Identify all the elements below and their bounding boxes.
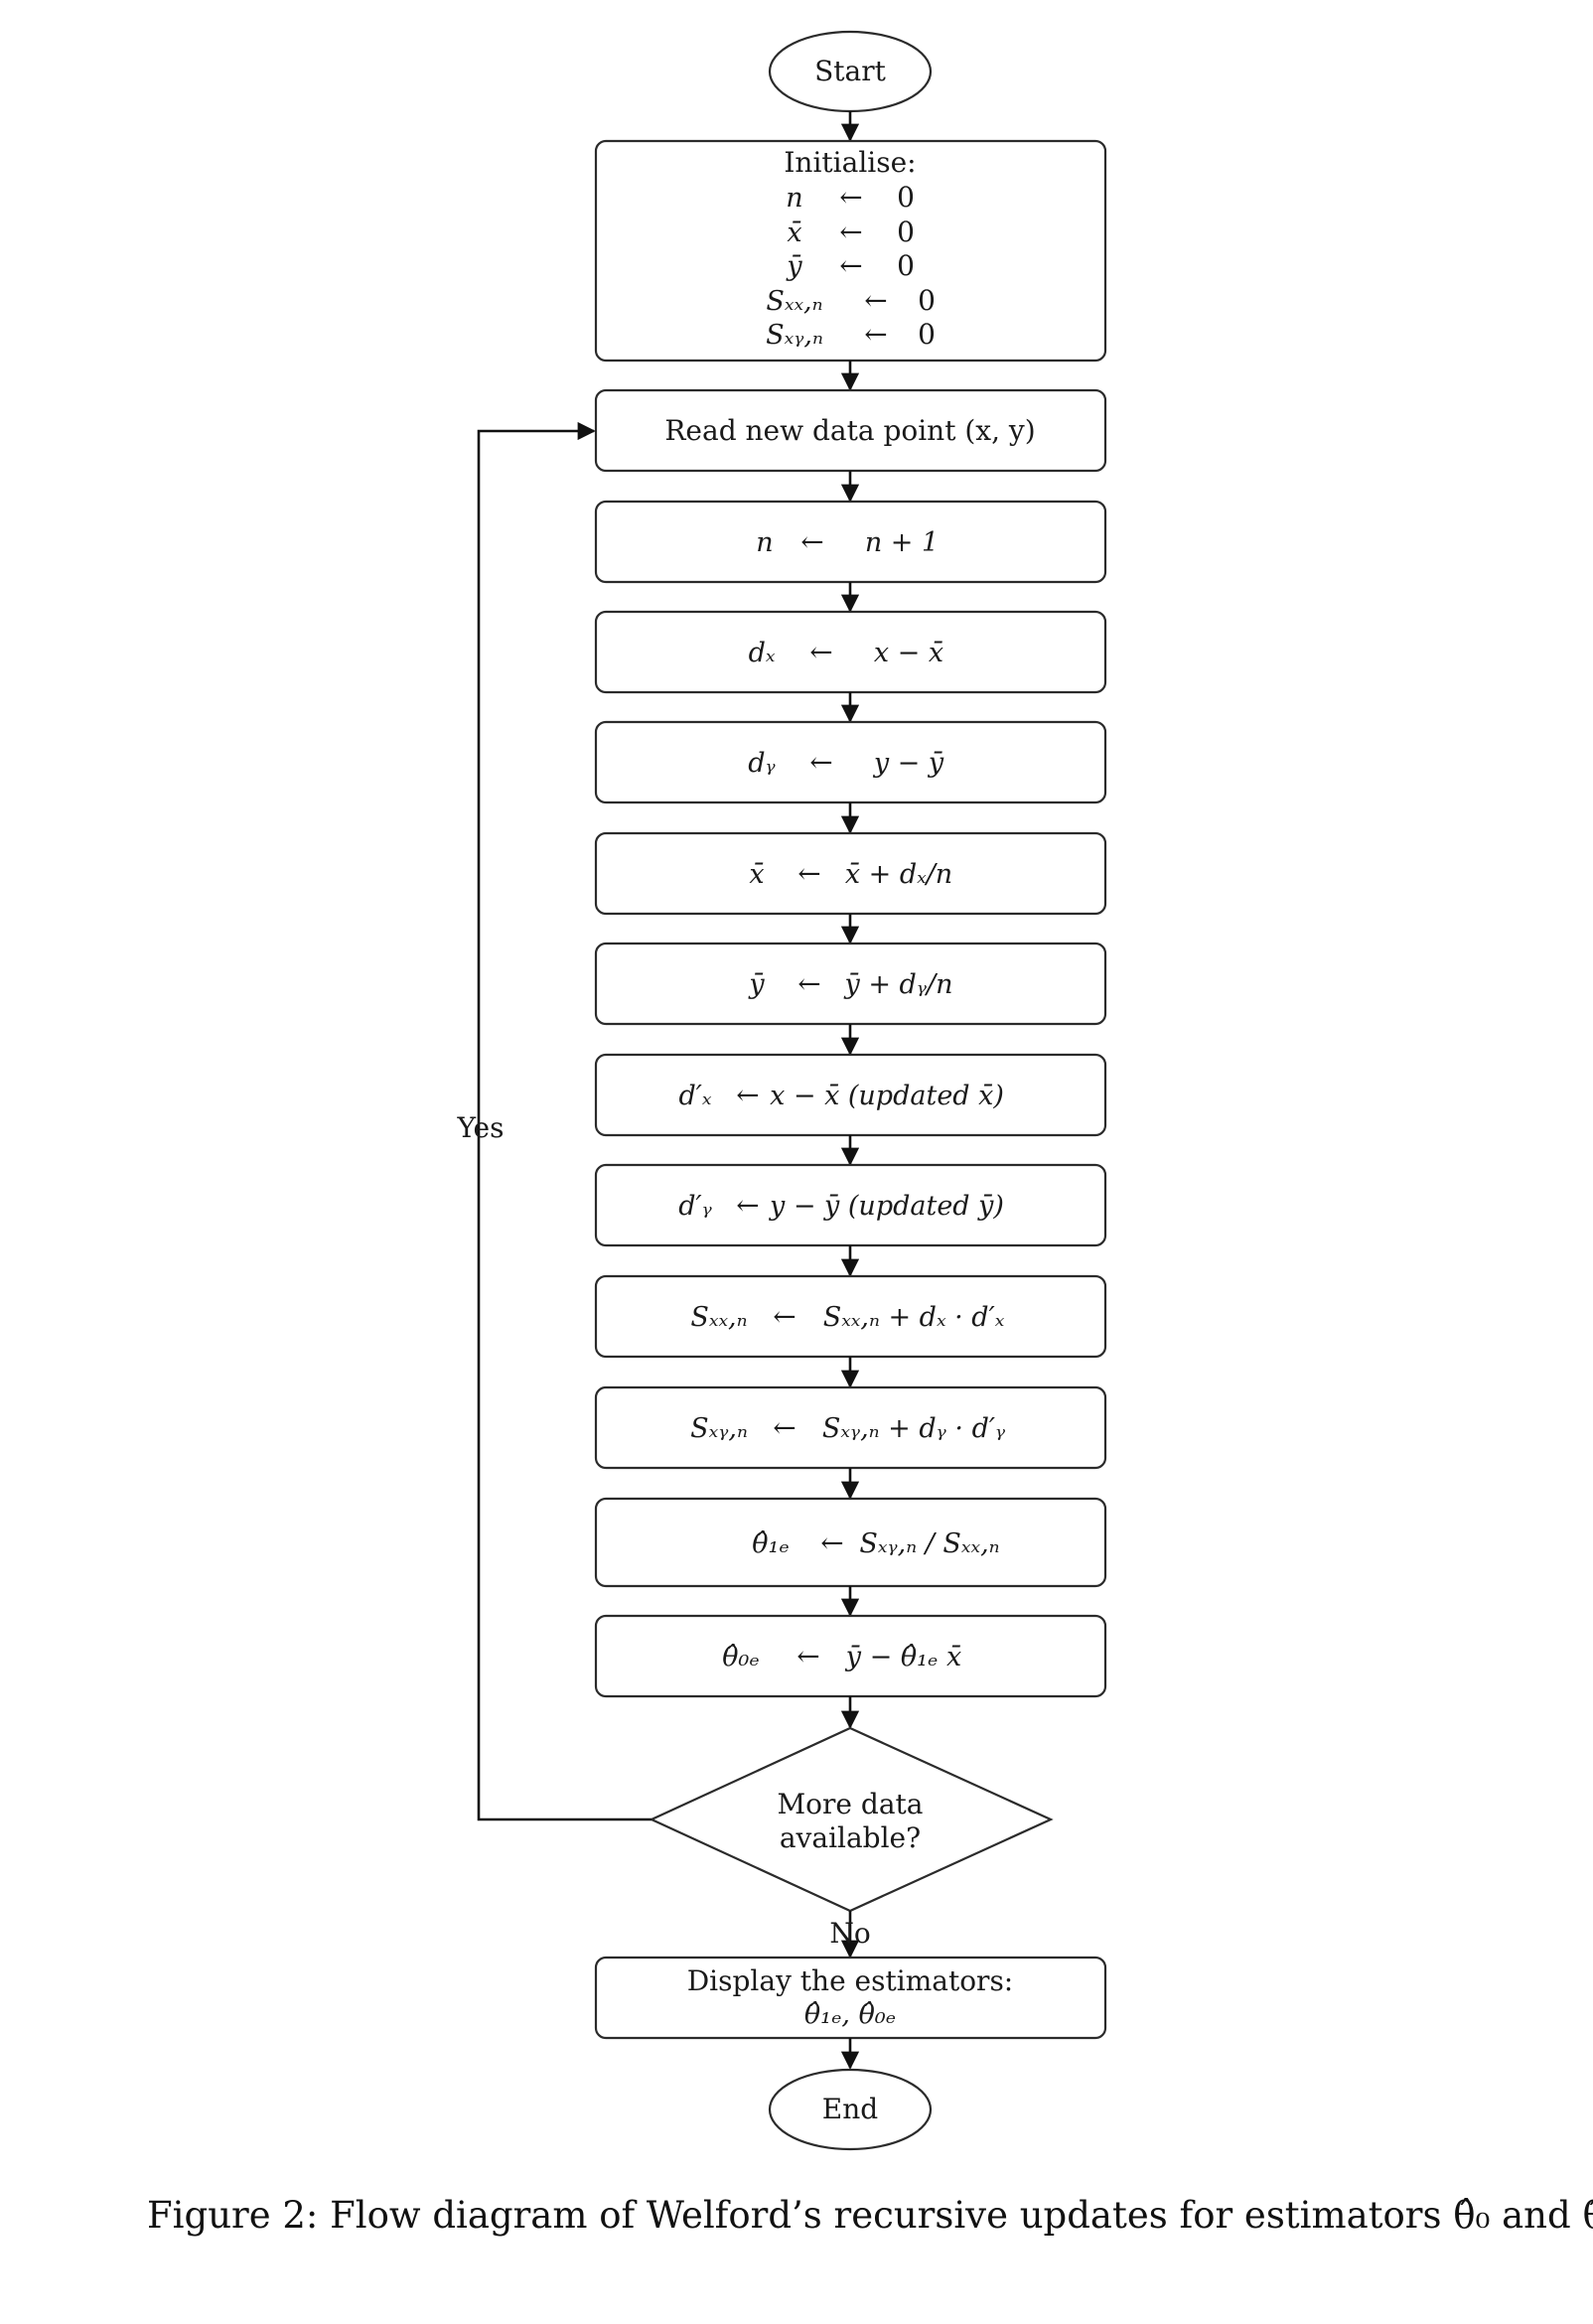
init-row-3-rhs: 0 — [897, 249, 915, 282]
step-box-update-ybar: ȳ ← ȳ + dᵧ/n — [594, 942, 1107, 1026]
decision-diamond: More data available? — [649, 1726, 1054, 1913]
no-label: No — [829, 1917, 870, 1950]
step-box-dx: dₓ ← x − x̄ — [594, 610, 1107, 694]
step-1-arrow: ← — [800, 525, 823, 558]
step-9-lhs: Sₓᵧ,ₙ — [690, 1413, 748, 1444]
display-line-1: Display the estimators: — [687, 1964, 1014, 1997]
step-box-theta1: θ̂₁ₑ ← Sₓᵧ,ₙ / Sₓₓ,ₙ — [594, 1497, 1107, 1588]
step-7-lhs: d′ᵧ — [678, 1191, 712, 1222]
step-3-arrow: ← — [809, 746, 832, 779]
step-2-lhs: dₓ — [749, 638, 776, 668]
step-1-lhs: n — [756, 527, 773, 558]
step-8-rhs: Sₓₓ,ₙ + dₓ · d′ₓ — [823, 1302, 1005, 1333]
step-box-sxx: Sₓₓ,ₙ ← Sₓₓ,ₙ + dₓ · d′ₓ — [594, 1274, 1107, 1359]
init-row-2-lhs: x̄ — [787, 218, 801, 248]
init-row-5-lhs: Sₓᵧ,ₙ — [766, 320, 823, 351]
init-row-4-rhs: 0 — [918, 284, 936, 317]
init-row-2-rhs: 0 — [897, 216, 915, 248]
step-6-rhs: x − x̄ (updated x̄) — [770, 1081, 1004, 1111]
init-row-3-arrow: ← — [839, 249, 862, 282]
step-6-lhs: d′ₓ — [679, 1081, 712, 1111]
step-5-arrow: ← — [797, 967, 820, 1000]
step-9-rhs: Sₓᵧ,ₙ + dᵧ · d′ᵧ — [822, 1413, 1006, 1444]
step-box-increment-n: n ← n + 1 — [594, 500, 1107, 584]
init-title: Initialise: — [784, 146, 916, 179]
init-row-1-lhs: n — [786, 183, 802, 214]
step-2-arrow: ← — [809, 636, 832, 668]
decision-line-1: More data — [778, 1788, 924, 1820]
display-box: Display the estimators: θ̂₁ₑ, θ̂₀ₑ — [594, 1956, 1107, 2040]
init-row-3-lhs: ȳ — [786, 251, 802, 282]
read-label: Read new data point (x, y) — [664, 414, 1035, 447]
step-5-rhs: ȳ + dᵧ/n — [844, 969, 953, 1000]
step-3-lhs: dᵧ — [748, 748, 776, 779]
start-terminator: Start — [768, 30, 933, 113]
step-7-rhs: y − ȳ (updated ȳ) — [769, 1191, 1004, 1222]
connector-yes-loop — [477, 421, 652, 1821]
step-10-rhs: Sₓᵧ,ₙ / Sₓₓ,ₙ — [859, 1528, 999, 1559]
figure-caption: Figure 2: Flow diagram of Welford’s recu… — [147, 2194, 1593, 2237]
step-box-dy-prime: d′ᵧ ← y − ȳ (updated ȳ) — [594, 1163, 1107, 1247]
init-row-2-arrow: ← — [839, 216, 862, 248]
step-box-dx-prime: d′ₓ ← x − x̄ (updated x̄) — [594, 1053, 1107, 1137]
step-11-lhs: θ̂₀ₑ — [722, 1642, 760, 1672]
step-10-lhs: θ̂₁ₑ — [752, 1528, 790, 1559]
step-10-arrow: ← — [820, 1526, 843, 1559]
end-label: End — [822, 2093, 878, 2125]
init-row-4-lhs: Sₓₓ,ₙ — [766, 286, 822, 317]
start-label: Start — [814, 55, 887, 87]
step-9-arrow: ← — [773, 1411, 796, 1444]
step-4-arrow: ← — [797, 857, 820, 890]
decision-line-2: available? — [780, 1821, 921, 1854]
step-3-rhs: y − ȳ — [873, 748, 944, 779]
step-8-lhs: Sₓₓ,ₙ — [690, 1302, 747, 1333]
step-7-arrow: ← — [736, 1189, 759, 1222]
yes-label: Yes — [457, 1111, 505, 1144]
step-box-sxy: Sₓᵧ,ₙ ← Sₓᵧ,ₙ + dᵧ · d′ᵧ — [594, 1385, 1107, 1470]
init-row-4-arrow: ← — [864, 284, 887, 317]
step-2-rhs: x − x̄ — [874, 638, 943, 668]
read-box: Read new data point (x, y) — [594, 388, 1107, 473]
step-box-theta0: θ̂₀ₑ ← ȳ − θ̂₁ₑ x̄ — [594, 1614, 1107, 1698]
step-box-update-xbar: x̄ ← x̄ + dₓ/n — [594, 831, 1107, 916]
step-11-rhs: ȳ − θ̂₁ₑ x̄ — [845, 1642, 961, 1672]
step-11-arrow: ← — [796, 1640, 819, 1672]
end-terminator: End — [768, 2068, 933, 2151]
step-4-rhs: x̄ + dₓ/n — [845, 859, 952, 890]
display-line-2: θ̂₁ₑ, θ̂₀ₑ — [804, 1999, 896, 2030]
init-row-1-rhs: 0 — [897, 181, 915, 214]
step-5-lhs: ȳ — [748, 969, 765, 1000]
init-box: Initialise: n ← 0 x̄ ← 0 ȳ ← 0 Sₓₓ,ₙ ← 0… — [594, 139, 1107, 363]
step-box-dy: dᵧ ← y − ȳ — [594, 720, 1107, 804]
init-row-5-arrow: ← — [864, 318, 887, 351]
step-6-arrow: ← — [736, 1079, 759, 1111]
step-8-arrow: ← — [773, 1300, 796, 1333]
step-4-lhs: x̄ — [749, 859, 764, 890]
init-row-1-arrow: ← — [839, 181, 862, 214]
step-1-rhs: n + 1 — [865, 527, 939, 558]
init-row-5-rhs: 0 — [918, 318, 936, 351]
